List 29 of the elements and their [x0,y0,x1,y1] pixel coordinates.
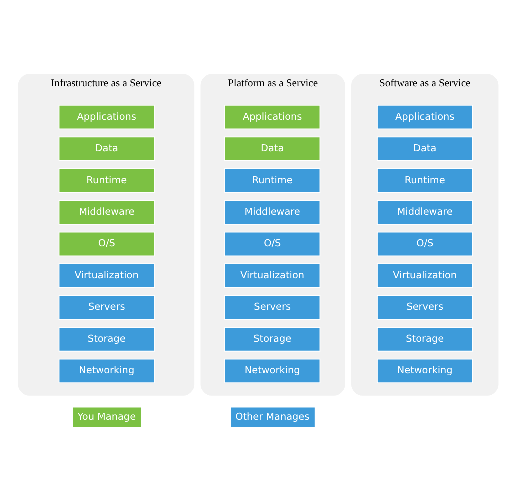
node-box: Virtualization [224,264,321,288]
legend-label: You Manage [78,412,136,423]
node-box: Virtualization [58,264,155,288]
node-box: Applications [377,105,474,130]
legend-label: Other Manages [236,412,310,423]
node-box: Networking [377,358,474,384]
node-box: Data [58,136,155,162]
node-box: Middleware [377,200,474,225]
node-box: Servers [224,295,321,320]
node-box: O/S [224,232,321,257]
node-box: Middleware [224,200,321,225]
node-box: Servers [377,295,474,320]
node-box: Applications [58,105,155,130]
node-box: Networking [58,358,155,384]
node-box: Storage [58,327,155,352]
node-box: Storage [377,327,474,352]
node-box: Virtualization [377,264,474,288]
node-box: Middleware [58,200,155,225]
node-box: O/S [377,232,474,257]
node-box: Data [224,136,321,162]
node-box: Applications [224,105,321,130]
node-box: O/S [58,232,155,257]
node-box: Storage [224,327,321,352]
node-box: Servers [58,295,155,320]
node-box: Runtime [224,168,321,194]
node-box: Networking [224,358,321,384]
node-box: Data [377,136,474,162]
node-box: Runtime [58,168,155,194]
node-box: Runtime [377,168,474,194]
